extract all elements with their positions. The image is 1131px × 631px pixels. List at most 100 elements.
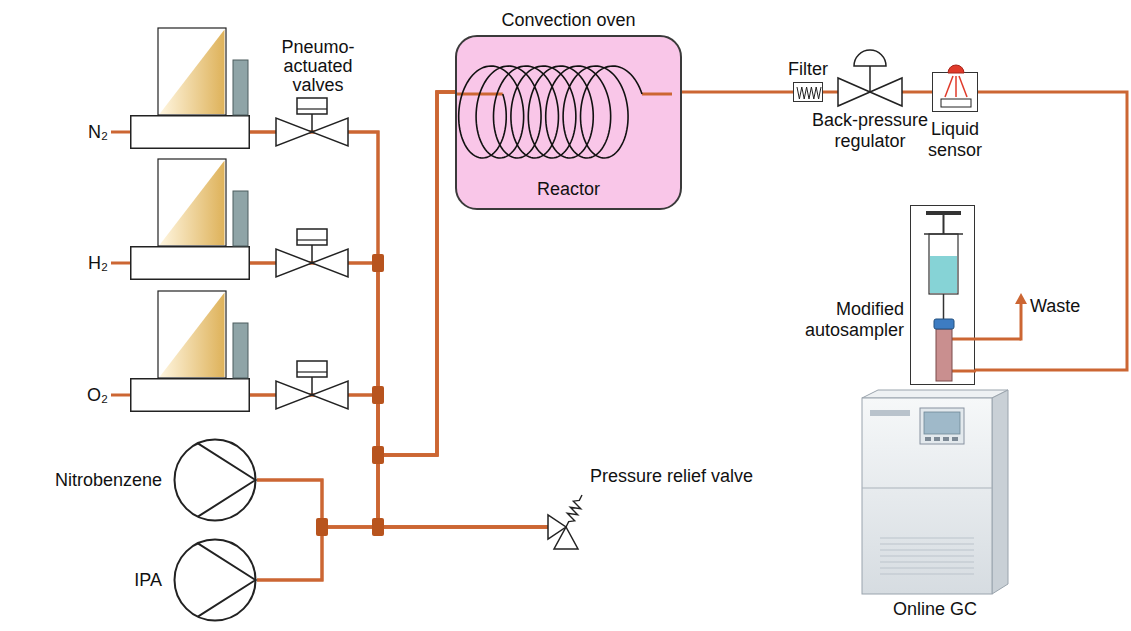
pump-symbol (175, 540, 256, 621)
gc-vent (880, 561, 974, 562)
gc-screen (924, 412, 960, 434)
waste-pipe (1020, 302, 1023, 341)
gc-top (862, 390, 1008, 398)
syringe-needle (943, 294, 945, 319)
autosampler-frame: Modified autosampler (910, 205, 975, 385)
sensor-beam (959, 76, 967, 97)
mass-flow-controller-art (130, 246, 250, 280)
pump-chevron (198, 443, 256, 516)
process-pipe (823, 91, 838, 94)
syringe-flange (924, 233, 963, 235)
process-pipe (257, 92, 455, 580)
filter-element (797, 87, 821, 99)
gc-vent (880, 537, 974, 538)
pump: Nitrobenzene (173, 438, 257, 522)
tee-fitting (372, 254, 384, 272)
tee-fitting (372, 518, 384, 536)
syringe-liquid (930, 256, 957, 293)
process-pipe (975, 92, 1127, 370)
actuator-diaphragm (297, 371, 327, 372)
vial-cap (934, 319, 954, 329)
mfc-display (233, 60, 248, 115)
regulator-label: Back-pressure regulator (808, 110, 932, 152)
mfc-gauge (160, 161, 225, 246)
process-pipe (250, 395, 548, 527)
tee-fitting (316, 518, 328, 536)
mass-flow-controller-art (130, 378, 250, 412)
pipe-stub (111, 394, 130, 397)
actuator-diaphragm (297, 108, 327, 109)
mfc-head (158, 28, 226, 115)
pneumatic-valve (276, 229, 348, 277)
relief-valve-art (548, 505, 584, 550)
sensor-label: Liquid sensor (919, 119, 991, 161)
mass-flow-controller: O₂ (130, 378, 250, 412)
filter-box-art (794, 83, 824, 103)
valve-actuator (297, 361, 327, 377)
oven-box: Convection ovenReactor (455, 35, 682, 210)
gc-panel (920, 408, 964, 444)
process-pipe (902, 91, 932, 94)
regulator-stem (869, 66, 871, 92)
tee-fitting (372, 446, 384, 464)
gc-button (934, 437, 940, 441)
gc-vent (880, 549, 974, 550)
gc-vent (880, 555, 974, 556)
mfc-head (158, 159, 226, 246)
process-pipe (250, 263, 548, 527)
valve-actuator (297, 98, 327, 114)
pipe-stub (111, 131, 130, 134)
mass-flow-controller: N₂ (130, 115, 250, 149)
relief-label: Pressure relief valve (590, 466, 753, 487)
gc-vent (880, 573, 974, 574)
pump-art (173, 538, 257, 622)
gas-name: N₂ (88, 122, 108, 143)
mfc-gauge (160, 30, 225, 115)
process-pipe (250, 92, 455, 455)
mfc-display (233, 191, 248, 246)
relief-outlet-seat (554, 527, 578, 549)
mfc-head (158, 291, 226, 378)
coil-outlet (642, 93, 672, 96)
process-pipe (682, 91, 793, 94)
mfc-gauge (160, 293, 225, 378)
waste-arrowhead (1015, 293, 1027, 304)
pneumatic-valve (276, 98, 348, 146)
syringe-barrel (929, 234, 958, 294)
autosampler-frame-art (911, 206, 976, 386)
oven-title: Convection oven (501, 10, 635, 31)
process-pipe (250, 92, 455, 455)
filter-label: Filter (788, 59, 828, 80)
mfc-base (131, 116, 250, 149)
sensor-cell (941, 99, 971, 107)
reactor-coil (459, 66, 642, 158)
sample-vial (936, 329, 952, 381)
sample-pipe (952, 370, 976, 373)
process-pipe (257, 527, 548, 580)
reactor-label: Reactor (457, 179, 680, 200)
valve-group-label: Pneumo-actuated valves (275, 38, 361, 95)
filter-box: Filter (793, 82, 823, 102)
back-pressure-regulator: Back-pressure regulator (838, 44, 902, 108)
gc-label: Online GC (893, 599, 977, 620)
gas-name: H₂ (88, 253, 108, 274)
mfc-base (131, 379, 250, 412)
mass-flow-controller: H₂ (130, 246, 250, 280)
liquid-name: IPA (134, 570, 162, 591)
sensor-beam (955, 76, 957, 97)
gc-door-seam (862, 488, 992, 489)
waste-label: Waste (1030, 296, 1080, 317)
gas-chromatograph: Online GC (860, 388, 1010, 596)
gc-button (952, 437, 958, 441)
valve-stem (311, 377, 313, 395)
gc-button (925, 437, 931, 441)
back-pressure-regulator-art (838, 44, 902, 108)
gc-button (943, 437, 949, 441)
gas-name: O₂ (87, 385, 108, 406)
autosampler-label: Modified autosampler (784, 299, 904, 341)
pneumatic-valve (276, 361, 348, 409)
valve-stem (311, 245, 313, 263)
pump: IPA (173, 538, 257, 622)
